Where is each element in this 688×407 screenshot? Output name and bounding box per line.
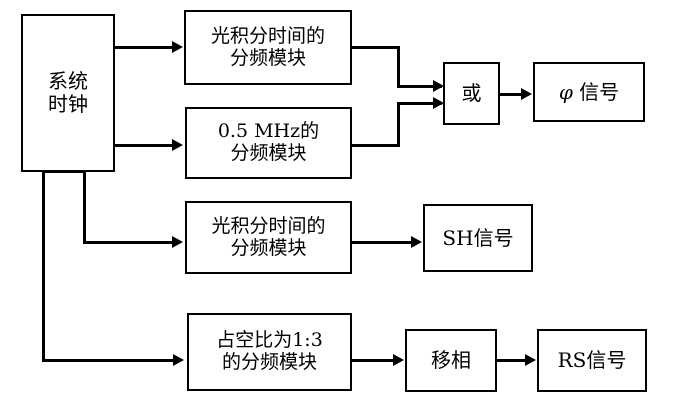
phase-shift-label: 移相 bbox=[431, 348, 471, 372]
arrow-or-to-phi bbox=[521, 88, 532, 100]
wire-drop-sh-to-integration-mid bbox=[83, 241, 173, 244]
arrow-clock-to-mhz bbox=[172, 139, 183, 151]
node-phi-signal[interactable]: φ 信号 bbox=[533, 62, 645, 122]
wire-phase-shift-to-rs bbox=[497, 359, 529, 362]
wire-or-to-phi bbox=[500, 93, 527, 96]
wire-clock-drop-duty bbox=[42, 170, 45, 362]
phi-signal-label: φ 信号 bbox=[558, 79, 620, 104]
node-sh-signal[interactable]: SH信号 bbox=[423, 204, 533, 272]
arrow-clock-to-duty-divider bbox=[173, 354, 184, 366]
arrow-clock-to-integration-top bbox=[172, 41, 183, 53]
wire-integration-top-out bbox=[352, 46, 400, 49]
arrow-duty-to-phase-shift bbox=[393, 354, 404, 366]
duty-divider-label-line2: 的分频模块 bbox=[221, 351, 317, 373]
wire-mhz-up bbox=[397, 103, 400, 147]
wire-integration-top-to-or bbox=[397, 85, 442, 88]
system-clock-label-line1: 系统 bbox=[48, 69, 88, 93]
wire-clock-to-mhz bbox=[115, 144, 173, 147]
integration-divider-mid-label-line1: 光积分时间的 bbox=[211, 214, 326, 237]
node-mhz-divider[interactable]: 0.5 MHz的 分频模块 bbox=[185, 107, 352, 179]
wire-clock-to-integration-top bbox=[115, 46, 173, 49]
integration-divider-mid-label-line2: 分频模块 bbox=[230, 236, 307, 259]
wire-drop-duty-to-duty-divider bbox=[42, 359, 174, 362]
node-system-clock[interactable]: 系统 时钟 bbox=[21, 14, 115, 172]
rs-signal-label: RS信号 bbox=[557, 348, 627, 372]
mhz-divider-label-line1: 0.5 MHz的 bbox=[217, 120, 320, 143]
wire-integration-top-down bbox=[397, 46, 400, 88]
wire-mhz-to-or bbox=[397, 102, 442, 105]
wire-clock-drop-sh bbox=[83, 170, 86, 243]
duty-divider-label-line1: 占空比为1:3 bbox=[216, 329, 323, 352]
integration-divider-top-label-line2: 分频模块 bbox=[229, 46, 306, 69]
node-rs-signal[interactable]: RS信号 bbox=[537, 329, 647, 392]
or-gate-label: 或 bbox=[461, 81, 482, 105]
mhz-divider-label-line2: 分频模块 bbox=[230, 142, 307, 164]
phi-signal-suffix: 信号 bbox=[572, 79, 620, 104]
arrow-integration-mid-to-sh bbox=[411, 236, 422, 248]
arrow-phase-shift-to-rs bbox=[525, 354, 536, 366]
integration-divider-top-label-line1: 光积分时间的 bbox=[210, 24, 325, 47]
node-duty-divider[interactable]: 占空比为1:3 的分频模块 bbox=[187, 313, 352, 391]
system-clock-label-line2: 时钟 bbox=[48, 92, 88, 116]
wire-duty-to-phase-shift bbox=[352, 359, 396, 362]
wire-integration-mid-to-sh bbox=[352, 241, 414, 244]
node-integration-divider-mid[interactable]: 光积分时间的 分频模块 bbox=[185, 201, 352, 274]
wire-mhz-out bbox=[352, 144, 400, 147]
arrow-mhz-to-or bbox=[433, 97, 444, 109]
node-phase-shift[interactable]: 移相 bbox=[405, 329, 497, 392]
sh-signal-label: SH信号 bbox=[442, 225, 514, 250]
phi-symbol: φ bbox=[558, 79, 573, 104]
node-or-gate[interactable]: 或 bbox=[443, 62, 500, 125]
arrow-clock-to-integration-mid bbox=[172, 236, 183, 248]
node-integration-divider-top[interactable]: 光积分时间的 分频模块 bbox=[184, 10, 352, 85]
arrow-integration-top-to-or bbox=[433, 80, 444, 92]
